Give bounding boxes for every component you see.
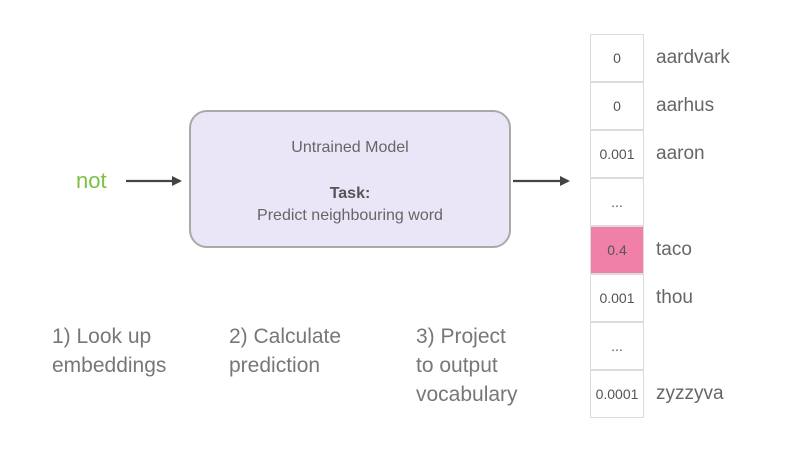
vocab-ellipsis-cell: ...: [590, 322, 644, 370]
vocab-word: thou: [656, 287, 693, 308]
vocab-word: aarhus: [656, 95, 715, 116]
vocab-value-cell: 0.001: [590, 130, 644, 178]
model-title: Untrained Model: [291, 139, 409, 156]
vocab-word: aaron: [656, 143, 705, 164]
vocab-value-cell: 0: [590, 34, 644, 82]
step-project-vocabulary: 3) Project to output vocabulary: [416, 325, 518, 406]
model-box: Untrained Model Task: Predict neighbouri…: [189, 110, 511, 248]
step-calculate-prediction: 2) Calculate prediction: [229, 325, 342, 377]
model-task-label: Task:: [329, 185, 371, 202]
vocab-word: aardvark: [656, 47, 730, 68]
vocab-value-cell-highlighted: 0.4: [590, 226, 644, 274]
vocab-word: zyzzyva: [656, 383, 724, 404]
vocab-value-cell: 0: [590, 82, 644, 130]
input-word: not: [76, 168, 107, 193]
model-task-description: Predict neighbouring word: [257, 207, 443, 224]
vocab-word: taco: [656, 239, 692, 260]
step-look-up-embeddings: 1) Look up embeddings: [52, 325, 167, 377]
vocab-ellipsis-cell: ...: [590, 178, 644, 226]
vocab-value-cell: 0.001: [590, 274, 644, 322]
vocab-value-cell: 0.0001: [590, 370, 644, 418]
